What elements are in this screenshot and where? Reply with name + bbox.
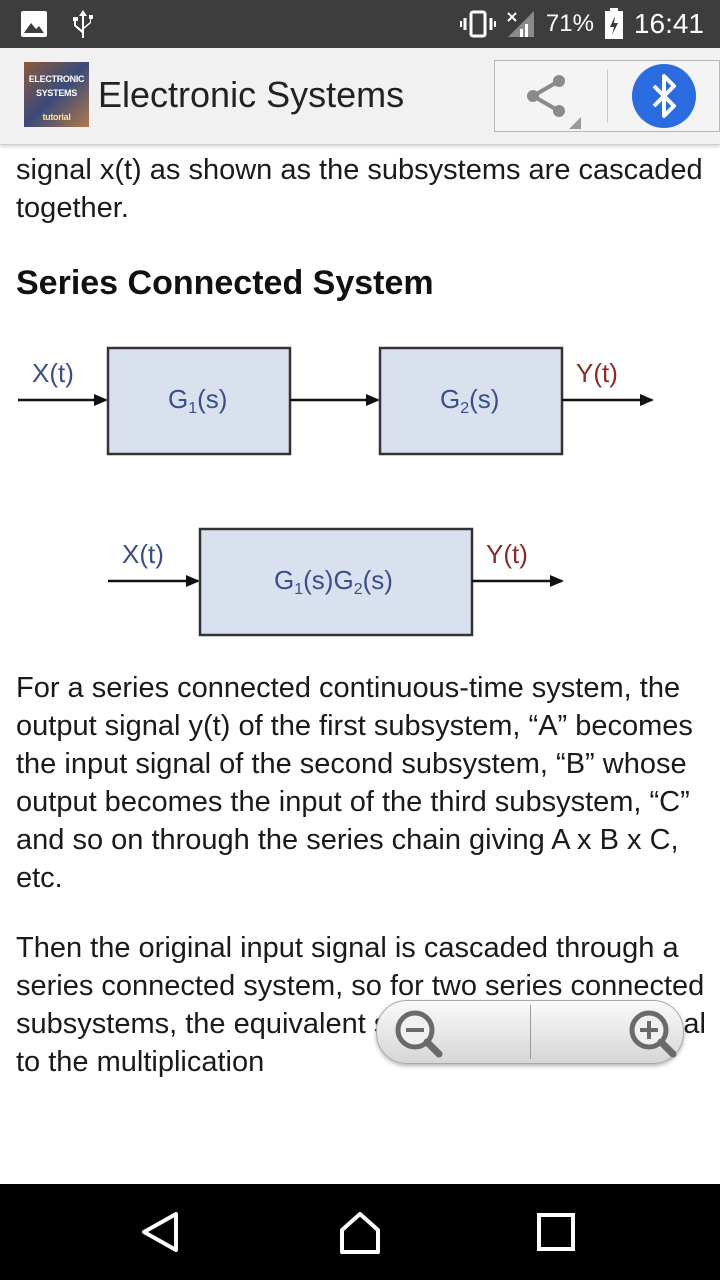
clock: 16:41: [633, 8, 704, 39]
zoom-out-button[interactable]: [377, 1001, 529, 1063]
share-button[interactable]: [495, 61, 605, 131]
logo-line-2: SYSTEMS: [36, 88, 77, 98]
paragraph-1: For a series connected continuous-time s…: [16, 672, 693, 894]
home-button[interactable]: [336, 1208, 384, 1256]
bluetooth-icon: [652, 74, 676, 118]
block-g2-label: G2(s): [440, 384, 499, 417]
bluetooth-button[interactable]: [632, 64, 696, 128]
zoom-out-icon: [395, 1010, 443, 1058]
signal-icon: [507, 11, 534, 37]
output-label-bottom: Y(t): [486, 539, 528, 569]
vibrate-icon: [459, 10, 496, 38]
input-label-bottom: X(t): [122, 539, 164, 569]
app-bar: ELECTRONIC SYSTEMS tutorial Electronic S…: [0, 48, 720, 145]
intro-paragraph-tail: signal x(t) as shown as the subsystems a…: [16, 154, 703, 224]
block-diagram: X(t) G1(s) G2(s) Y(t) X(t) G1(s)G2(s) Y(…: [18, 346, 654, 637]
status-bar: 71% 16:41: [0, 0, 720, 48]
zoom-controls: [376, 1000, 684, 1064]
back-icon: [142, 1212, 178, 1252]
usb-icon: [73, 10, 93, 38]
logo-line-1: ELECTRONIC: [28, 74, 85, 84]
zoom-in-button[interactable]: [531, 1001, 683, 1063]
output-label-top: Y(t): [576, 358, 618, 388]
action-divider: [607, 69, 608, 123]
logo-line-3: tutorial: [42, 112, 71, 122]
block-g1-label: G1(s): [168, 384, 227, 417]
zoom-in-icon: [629, 1010, 677, 1058]
recents-icon: [537, 1213, 575, 1251]
image-notification-icon: [21, 11, 47, 37]
home-icon: [340, 1212, 380, 1254]
battery-percent: 71%: [545, 10, 594, 37]
share-icon: [527, 75, 581, 129]
article-content: signal x(t) as shown as the subsystems a…: [0, 144, 720, 1184]
block-g2: [378, 346, 564, 456]
block-g1: [106, 346, 292, 456]
section-heading: Series Connected System: [16, 264, 434, 302]
navigation-bar: [0, 1184, 720, 1280]
input-label-top: X(t): [32, 358, 74, 388]
app-logo[interactable]: ELECTRONIC SYSTEMS tutorial: [24, 62, 89, 127]
battery-icon: [604, 8, 623, 39]
zoom-separator: [530, 1005, 531, 1059]
block-g1g2: [198, 527, 474, 637]
back-button[interactable]: [136, 1208, 184, 1256]
app-title: Electronic Systems: [98, 74, 405, 115]
action-button-group: [494, 60, 720, 132]
block-g1g2-label: G1(s)G2(s): [274, 565, 393, 598]
recents-button[interactable]: [532, 1208, 580, 1256]
